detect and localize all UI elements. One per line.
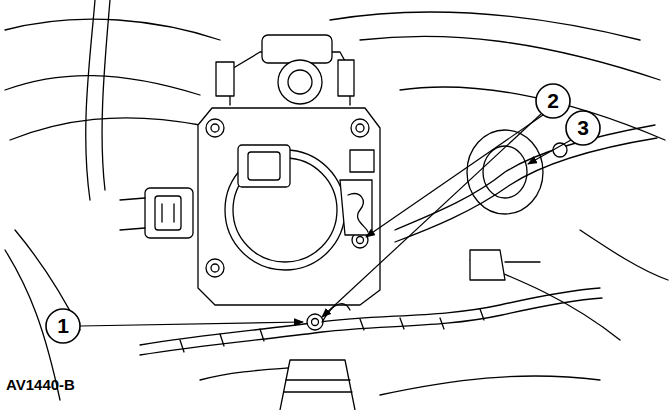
figure-code: AV1440-B [6,376,75,393]
callout-number: 3 [577,116,589,140]
callout-number: 2 [547,89,559,113]
callout-number: 1 [57,314,69,338]
